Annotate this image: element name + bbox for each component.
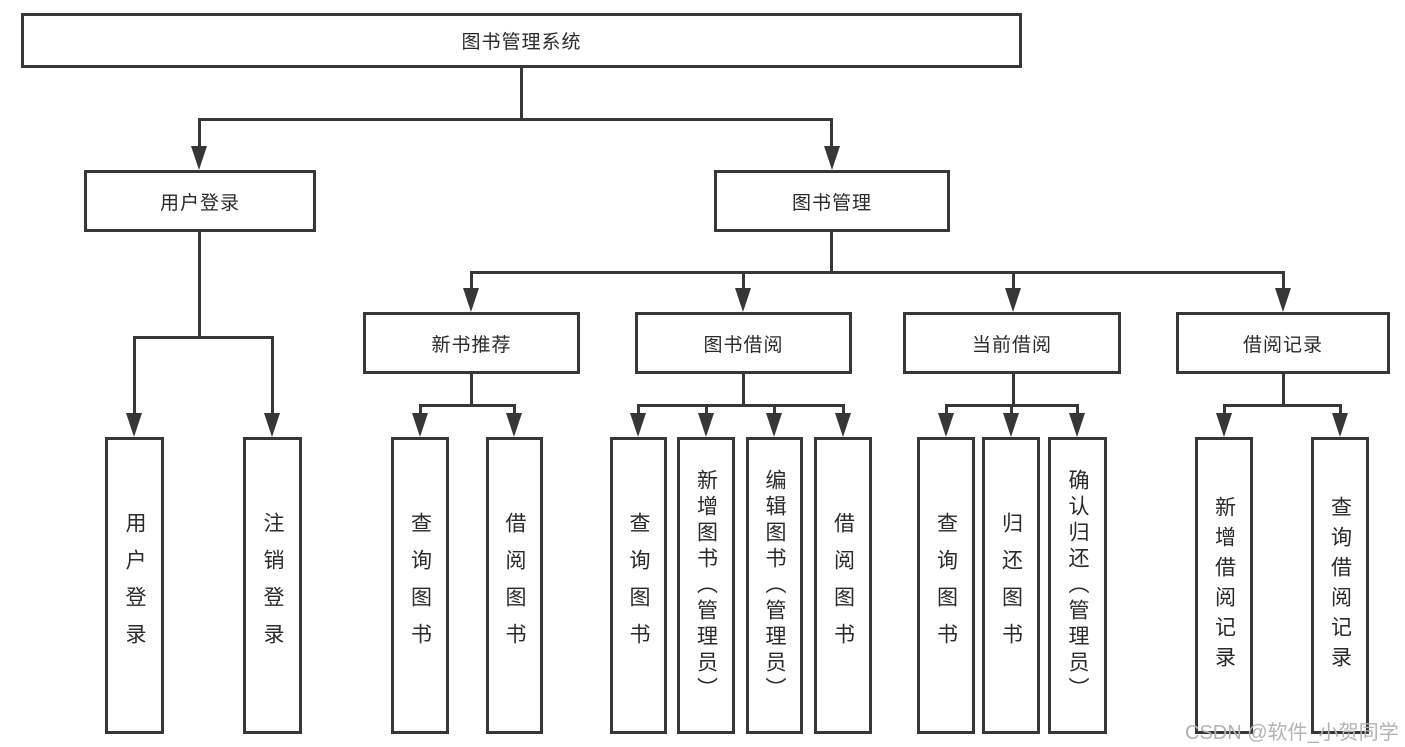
arrowhead-leaf-logout bbox=[264, 413, 280, 437]
leaf-label: 确认归还（管理员） bbox=[1066, 468, 1089, 703]
connector-drop-leaf bbox=[705, 404, 708, 415]
leaf-borrow-books: 借阅图书 bbox=[486, 437, 543, 734]
connector-drop-leaf bbox=[513, 404, 516, 415]
arrowhead-user-login bbox=[191, 146, 207, 170]
arrowhead-book-management bbox=[824, 146, 840, 170]
leaf-edit-books-admin: 编辑图书（管理员） bbox=[746, 437, 803, 734]
arrowhead-leaf bbox=[698, 413, 714, 437]
connector-drop-book-management bbox=[830, 118, 833, 148]
leaf-label: 查询图书 bbox=[627, 511, 650, 660]
leaf-label: 借阅图书 bbox=[831, 511, 855, 660]
connector-drop-leaf bbox=[1339, 404, 1342, 415]
connector-user-login-trunk bbox=[198, 232, 201, 336]
leaf-add-borrow-record: 新增借阅记录 bbox=[1195, 437, 1253, 734]
connector-drop-leaf-logout bbox=[271, 336, 274, 415]
node-book-management: 图书管理 bbox=[714, 170, 950, 232]
connector-drop-leaf bbox=[637, 404, 640, 415]
connector-drop-new-book bbox=[470, 271, 473, 290]
connector-drop-user-login bbox=[198, 118, 201, 148]
leaf-label: 查询借阅记录 bbox=[1328, 495, 1352, 676]
node-borrowing-records: 借阅记录 bbox=[1176, 312, 1390, 374]
arrowhead-leaf bbox=[506, 413, 522, 437]
connector-new-book-branch bbox=[419, 404, 515, 407]
leaf-confirm-return-admin: 确认归还（管理员） bbox=[1048, 437, 1107, 734]
connector-drop-leaf bbox=[1010, 404, 1013, 415]
arrowhead-current-borrow bbox=[1005, 288, 1021, 312]
connector-current-borrow-trunk bbox=[1012, 374, 1015, 404]
arrowhead-leaf bbox=[412, 413, 428, 437]
leaf-user-login: 用户登录 bbox=[105, 437, 164, 734]
arrowhead-leaf bbox=[630, 413, 646, 437]
leaf-label: 借阅图书 bbox=[503, 511, 526, 660]
node-new-book-recommend: 新书推荐 bbox=[363, 312, 580, 374]
arrowhead-leaf bbox=[1003, 413, 1019, 437]
leaf-query-borrow-record: 查询借阅记录 bbox=[1311, 437, 1369, 734]
connector-drop-leaf bbox=[1076, 404, 1079, 415]
node-book-borrowing: 图书借阅 bbox=[635, 312, 852, 374]
node-root: 图书管理系统 bbox=[21, 13, 1022, 68]
arrowhead-leaf bbox=[1069, 413, 1085, 437]
watermark: CSDN @软件_小贺同学 bbox=[1185, 722, 1399, 744]
leaf-query-books: 查询图书 bbox=[917, 437, 975, 734]
leaf-label: 注销登录 bbox=[261, 511, 284, 660]
connector-drop-leaf-login bbox=[133, 336, 136, 415]
leaf-borrow-books: 借阅图书 bbox=[814, 437, 872, 734]
connector-drop-book-borrow bbox=[742, 271, 745, 290]
connector-level1-branch bbox=[198, 118, 833, 121]
connector-level3-branch bbox=[470, 271, 1283, 274]
leaf-query-books: 查询图书 bbox=[391, 437, 449, 734]
connector-drop-leaf bbox=[945, 404, 948, 415]
leaf-label: 用户登录 bbox=[123, 511, 146, 660]
connector-drop-leaf bbox=[1223, 404, 1226, 415]
arrowhead-leaf bbox=[1216, 413, 1232, 437]
node-current-borrowing: 当前借阅 bbox=[903, 312, 1121, 374]
connector-user-login-branch bbox=[133, 336, 273, 339]
connector-drop-current-borrow bbox=[1012, 271, 1015, 290]
leaf-label: 归还图书 bbox=[999, 511, 1023, 660]
arrowhead-leaf-login bbox=[126, 413, 142, 437]
connector-borrow-record-trunk bbox=[1282, 374, 1285, 404]
leaf-return-books: 归还图书 bbox=[982, 437, 1040, 734]
connector-drop-leaf bbox=[419, 404, 422, 415]
connector-book-management-trunk bbox=[830, 232, 833, 271]
connector-drop-borrow-record bbox=[1282, 271, 1285, 290]
connector-drop-leaf bbox=[842, 404, 845, 415]
connector-book-borrow-trunk bbox=[742, 374, 745, 404]
leaf-label: 新增借阅记录 bbox=[1212, 495, 1236, 676]
arrowhead-borrow-record bbox=[1275, 288, 1291, 312]
connector-root-trunk bbox=[520, 68, 523, 118]
leaf-label: 编辑图书（管理员） bbox=[763, 468, 786, 703]
leaf-logout: 注销登录 bbox=[243, 437, 302, 734]
leaf-add-books-admin: 新增图书（管理员） bbox=[677, 437, 735, 734]
leaf-query-books: 查询图书 bbox=[610, 437, 667, 734]
connector-borrow-record-branch bbox=[1223, 404, 1341, 407]
arrowhead-leaf bbox=[1332, 413, 1348, 437]
leaf-label: 新增图书（管理员） bbox=[694, 468, 718, 703]
arrowhead-leaf bbox=[938, 413, 954, 437]
connector-new-book-trunk bbox=[470, 374, 473, 404]
arrowhead-leaf bbox=[835, 413, 851, 437]
connector-drop-leaf bbox=[773, 404, 776, 415]
connector-book-borrow-branch bbox=[637, 404, 844, 407]
leaf-label: 查询图书 bbox=[934, 511, 958, 660]
arrowhead-book-borrow bbox=[735, 288, 751, 312]
node-user-login: 用户登录 bbox=[84, 170, 316, 232]
arrowhead-leaf bbox=[766, 413, 782, 437]
leaf-label: 查询图书 bbox=[408, 511, 432, 660]
arrowhead-new-book bbox=[463, 288, 479, 312]
